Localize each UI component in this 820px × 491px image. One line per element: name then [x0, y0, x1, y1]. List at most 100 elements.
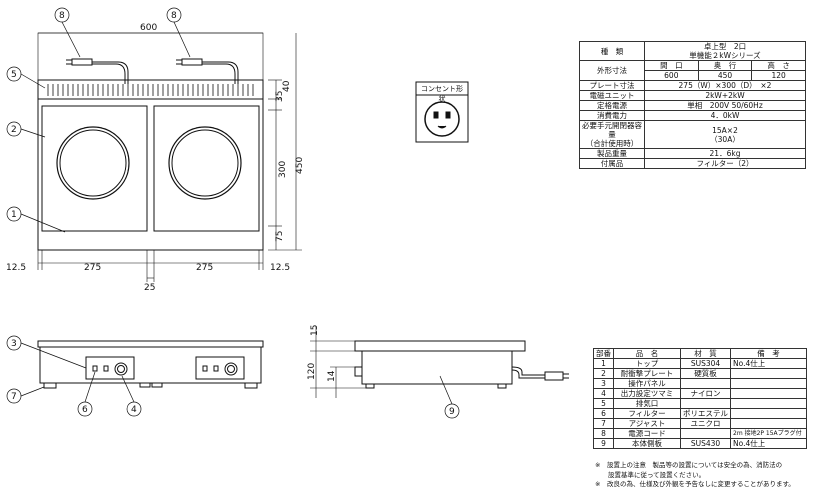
part-no: 4	[593, 388, 614, 399]
spec-row-consumption: 消費電力 4．0kW	[579, 110, 806, 121]
part-name: 排気口	[613, 398, 681, 409]
spec-label: プレート寸法	[579, 80, 645, 91]
parts-header-row: 部番 品 名 材 質 備 考	[593, 348, 807, 359]
spec-value: 21．6kg	[644, 148, 806, 159]
part-material	[680, 428, 731, 439]
vent-slots	[47, 84, 254, 96]
spec-value: 15A×2 （30A）	[644, 120, 806, 149]
front-view	[37, 340, 264, 389]
dim-25: 25	[144, 283, 155, 293]
spec-label: 必要手元開閉器容量 （合計使用時）	[579, 120, 645, 149]
spec-value: 275（W）×300（D） ×2	[644, 80, 806, 91]
callout-1: 1	[11, 210, 17, 220]
spec-header: 間 口	[644, 60, 699, 71]
part-material	[680, 398, 731, 409]
part-no: 9	[593, 438, 614, 449]
callout-7: 7	[11, 392, 17, 402]
dim-14: 14	[327, 370, 337, 382]
spec-label: 付属品	[579, 158, 645, 169]
spec-label: 消費電力	[579, 110, 645, 121]
top-view	[37, 32, 264, 251]
parts-row: 5 排気口	[593, 398, 807, 409]
part-note: 2m 接地2P 15Aプラグ付	[730, 428, 807, 439]
dim-12-5-right: 12.5	[270, 263, 290, 273]
dim-40: 40	[282, 80, 292, 92]
part-material: ナイロン	[680, 388, 731, 399]
parts-row: 8 電源コード 2m 接地2P 15Aプラグ付	[593, 428, 807, 439]
part-material	[680, 378, 731, 389]
spec-value: フィルター（2）	[644, 158, 806, 169]
side-body	[361, 350, 513, 385]
part-name: 出力設定ツマミ	[613, 388, 681, 399]
power-cord-left	[66, 58, 129, 84]
parts-header: 備 考	[730, 348, 807, 359]
part-material: SUS304	[680, 358, 731, 369]
notes: ※ 設置上の注意 製品等の設置については安全の為、消防法の 設置基準に従って設置…	[595, 461, 817, 490]
callouts-front	[6, 335, 142, 417]
parts-header: 材 質	[680, 348, 731, 359]
part-name: フィルター	[613, 408, 681, 419]
spec-row-breaker: 必要手元開閉器容量 （合計使用時） 15A×2 （30A）	[579, 120, 806, 149]
parts-row: 1 トップ SUS304 No.4仕上	[593, 358, 807, 369]
callout-6: 6	[82, 405, 88, 415]
spec-value: 2kW+2kW	[644, 90, 806, 101]
dim-75: 75	[275, 231, 285, 242]
callout-3: 3	[11, 339, 17, 349]
side-dimensions	[310, 326, 366, 398]
part-material: ポリエステル	[680, 408, 731, 419]
front-top-plate	[37, 340, 264, 348]
power-cord-right	[176, 58, 239, 84]
foot-right	[244, 382, 258, 389]
part-note: No.4仕上	[730, 358, 807, 369]
dim-300: 300	[278, 161, 288, 178]
foot-left	[43, 382, 57, 389]
foot-mid-right	[151, 382, 163, 388]
callout-4: 4	[131, 405, 137, 415]
dim-275-left: 275	[84, 263, 101, 273]
callout-9: 9	[449, 407, 455, 417]
spec-header: 奥 行	[697, 60, 753, 71]
spec-value: 600	[644, 70, 699, 81]
note-line: ※ 設置上の注意 製品等の設置については安全の為、消防法の	[595, 461, 783, 469]
heating-ring-right	[168, 126, 242, 200]
outlet-frame	[415, 81, 469, 143]
parts-row: 9 本体側板 SUS430 No.4仕上	[593, 438, 807, 449]
part-note	[730, 408, 807, 419]
callout-2: 2	[11, 125, 17, 135]
part-note	[730, 388, 807, 399]
spec-value: 120	[751, 70, 806, 81]
part-material: 硬質板	[680, 368, 731, 379]
side-plug	[544, 371, 564, 381]
parts-header: 品 名	[613, 348, 681, 359]
spec-row-unit: 電磁ユニット 2kW+2kW	[579, 90, 806, 101]
part-no: 2	[593, 368, 614, 379]
part-name: 操作パネル	[613, 378, 681, 389]
parts-row: 6 フィルター ポリエステル	[593, 408, 807, 419]
part-material: SUS430	[680, 438, 731, 449]
spec-row-type: 種 類 卓上型 2口 単機能２kWシリーズ	[579, 41, 806, 61]
heating-ring-left	[56, 126, 130, 200]
spec-header: 高 さ	[751, 60, 806, 71]
part-no: 1	[593, 358, 614, 369]
spec-label: 外形寸法	[579, 60, 645, 81]
part-no: 3	[593, 378, 614, 389]
side-top-plate	[354, 340, 526, 352]
spec-row-dims-header: 外形寸法 間 口 奥 行 高 さ	[579, 60, 806, 81]
part-note	[730, 398, 807, 409]
foot-mid-left	[139, 382, 151, 388]
side-foot-left	[365, 383, 375, 389]
dim-120: 120	[307, 363, 317, 380]
spec-value: 卓上型 2口 単機能２kWシリーズ	[644, 41, 806, 61]
callout-8a: 8	[59, 11, 65, 21]
dim-12-5-left: 12.5	[6, 263, 26, 273]
part-no: 8	[593, 428, 614, 439]
parts-header: 部番	[593, 348, 614, 359]
plate-right	[153, 105, 260, 232]
part-name: 耐衝撃プレート	[613, 368, 681, 379]
part-note	[730, 368, 807, 379]
overall-outline	[37, 32, 264, 251]
spec-label: 定格電源	[579, 100, 645, 111]
part-note	[730, 378, 807, 389]
note-line: ※ 改良の為、仕様及び外観を予告なしに変更することがあります。	[595, 480, 795, 488]
spec-row-power: 定格電源 単相 200V 50/60Hz	[579, 100, 806, 111]
